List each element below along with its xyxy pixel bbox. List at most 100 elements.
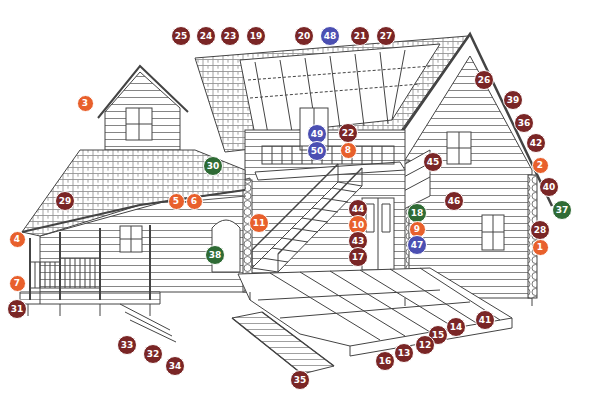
dormer-part	[105, 72, 180, 150]
callout-number: 38	[205, 245, 225, 265]
callout-number: 17	[348, 247, 368, 267]
callout-label: 39	[507, 96, 520, 105]
porch	[20, 225, 176, 342]
callout-label: 38	[209, 251, 222, 260]
callout-number: 2	[532, 157, 549, 174]
deck-part	[270, 268, 500, 340]
callout-label: 20	[298, 32, 311, 41]
callout-label: 6	[191, 197, 197, 206]
callout-label: 26	[478, 76, 491, 85]
balcony-part	[262, 146, 394, 164]
stairs	[252, 164, 362, 272]
callout-label: 13	[398, 349, 411, 358]
foundation-part	[40, 292, 532, 306]
callout-label: 8	[345, 146, 351, 155]
callout-number: 26	[474, 70, 494, 90]
callout-label: 34	[169, 362, 182, 371]
dormer-part	[126, 108, 152, 140]
callout-number: 19	[246, 26, 266, 46]
porch-roof-part	[22, 150, 245, 236]
callout-label: 48	[324, 32, 337, 41]
callout-label: 24	[200, 32, 213, 41]
callout-label: 5	[173, 197, 179, 206]
callout-label: 27	[380, 32, 393, 41]
callout-number: 32	[143, 344, 163, 364]
callout-number: 27	[376, 26, 396, 46]
callout-number: 6	[186, 193, 203, 210]
balcony-part	[272, 146, 382, 164]
callout-label: 22	[342, 129, 355, 138]
callout-number: 22	[338, 123, 358, 143]
callout-number: 34	[165, 356, 185, 376]
right-wing-part	[447, 132, 471, 164]
porch-part	[28, 304, 150, 316]
callout-label: 43	[352, 237, 365, 246]
callout-number: 37	[552, 200, 572, 220]
right-wing-part	[482, 215, 504, 250]
callout-label: 40	[543, 183, 556, 192]
callout-label: 44	[352, 205, 365, 214]
callout-label: 10	[352, 221, 365, 230]
callout-label: 42	[530, 139, 543, 148]
right-wing-part	[447, 132, 471, 164]
callout-number: 1	[532, 239, 549, 256]
callout-number: 7	[9, 275, 26, 292]
center-wall-part	[366, 198, 390, 270]
callout-number: 47	[407, 235, 427, 255]
main-roof-part	[248, 66, 432, 98]
callout-label: 35	[294, 376, 307, 385]
callout-label: 50	[311, 147, 324, 156]
stairs-part	[252, 164, 362, 272]
callout-label: 18	[411, 209, 424, 218]
callout-number: 25	[171, 26, 191, 46]
foundation	[40, 292, 532, 306]
main-roof-part	[255, 50, 405, 134]
callout-label: 4	[14, 235, 20, 244]
callout-label: 17	[352, 253, 365, 262]
callout-number: 14	[446, 317, 466, 337]
stairs-part	[252, 164, 362, 254]
callout-label: 30	[207, 162, 220, 171]
deck-part	[258, 290, 470, 318]
callout-label: 2	[537, 161, 543, 170]
callout-label: 28	[534, 226, 547, 235]
callout-number: 3	[77, 95, 94, 112]
callout-label: 11	[253, 219, 266, 228]
callout-label: 21	[354, 32, 367, 41]
left-wing-part	[120, 226, 142, 252]
callout-label: 36	[518, 119, 531, 128]
callout-label: 12	[419, 341, 432, 350]
callout-label: 9	[414, 225, 420, 234]
callout-label: 25	[175, 32, 188, 41]
walkway-part	[232, 312, 334, 374]
callout-number: 41	[475, 310, 495, 330]
porch-part	[65, 258, 95, 288]
callout-number: 5	[168, 193, 185, 210]
callout-label: 33	[121, 341, 134, 350]
left-wing-part	[120, 226, 142, 252]
callout-number: 46	[444, 191, 464, 211]
center-wall	[245, 108, 405, 275]
callout-number: 39	[503, 90, 523, 110]
callout-label: 47	[411, 241, 424, 250]
callout-number: 21	[350, 26, 370, 46]
callout-label: 14	[450, 323, 463, 332]
callout-label: 1	[537, 243, 543, 252]
porch-part	[30, 225, 150, 300]
callout-label: 16	[379, 357, 392, 366]
callout-label: 31	[11, 305, 24, 314]
callout-number: 20	[294, 26, 314, 46]
callout-label: 32	[147, 350, 160, 359]
balcony	[255, 146, 405, 180]
callout-number: 48	[320, 26, 340, 46]
callout-number: 30	[203, 156, 223, 176]
callout-label: 3	[82, 99, 88, 108]
callout-label: 45	[427, 158, 440, 167]
callout-label: 41	[479, 316, 492, 325]
right-wing	[388, 34, 552, 298]
callout-number: 31	[7, 299, 27, 319]
callout-label: 7	[14, 279, 20, 288]
callout-number: 13	[394, 343, 414, 363]
walkway	[232, 312, 334, 374]
callout-number: 33	[117, 335, 137, 355]
